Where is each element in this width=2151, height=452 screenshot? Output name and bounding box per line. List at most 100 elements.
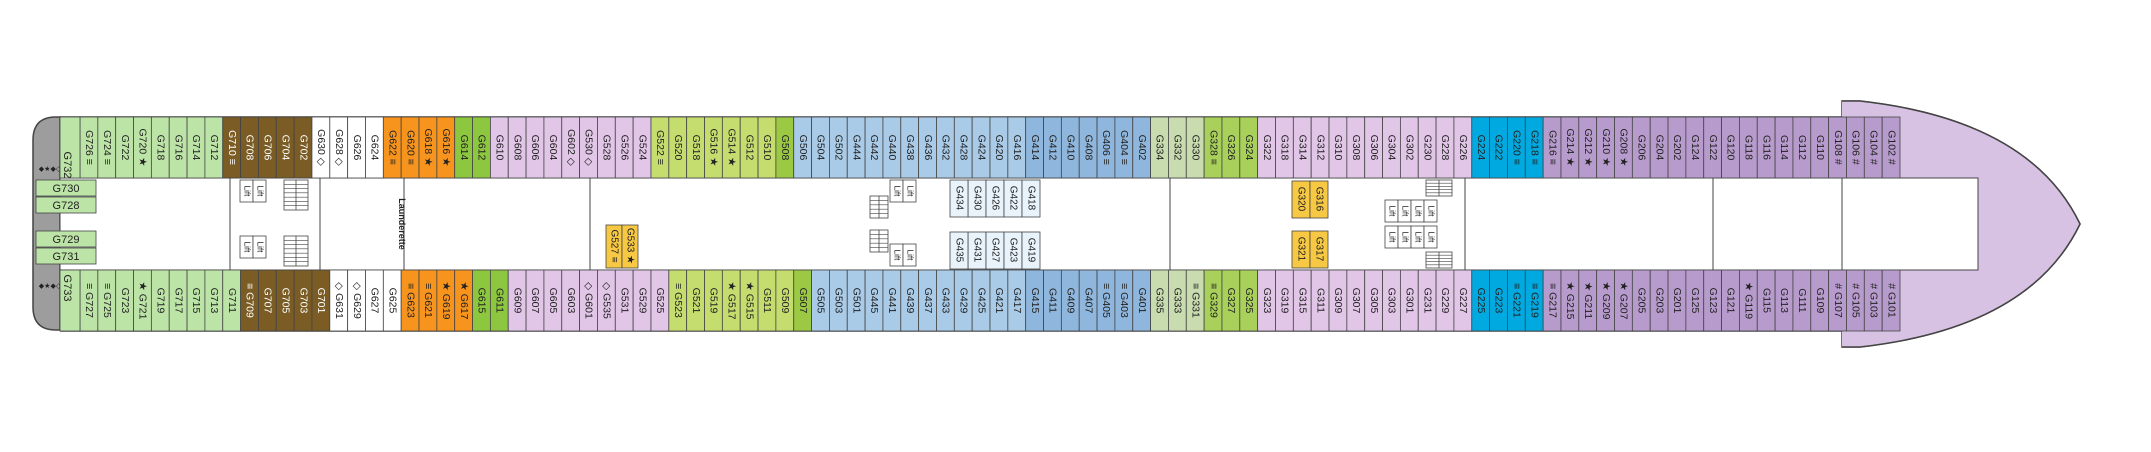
cabin-cell[interactable] [35, 196, 97, 214]
cabin-G333[interactable]: G333 [1168, 269, 1187, 332]
cabin-G517[interactable]: ★ G517 [721, 269, 741, 332]
cabin-G726[interactable]: G726 ≡ [79, 116, 99, 179]
cabin-G119[interactable]: ★ G119 [1739, 269, 1758, 332]
cabin-G629[interactable]: ◇ G629 [347, 269, 366, 332]
cabin-G221[interactable]: ≡ G221 [1507, 269, 1526, 332]
cabin-G420[interactable]: G420 [989, 116, 1009, 179]
cabin-G702[interactable]: G702 [293, 116, 313, 179]
cabin-G219[interactable]: ≡ G219 [1524, 269, 1544, 332]
cabin-G309[interactable]: G309 [1328, 269, 1348, 332]
cabin-G521[interactable]: G521 [686, 269, 705, 332]
cabin-G606[interactable]: G606 [525, 116, 545, 179]
cabin-G410[interactable]: G410 [1060, 116, 1080, 179]
cabin-G409[interactable]: G409 [1060, 269, 1080, 332]
cabin-G623[interactable]: ≡ G623 [400, 269, 420, 332]
cabin-G327[interactable]: G327 [1221, 269, 1241, 332]
cabin-G116[interactable]: G116 [1756, 116, 1776, 179]
cabin-G112[interactable]: G112 [1792, 116, 1812, 179]
cabin-G326[interactable]: G326 [1221, 116, 1241, 179]
cabin-G218[interactable]: G218 ≡ [1524, 116, 1544, 179]
cabin-G725[interactable]: ≡ G725 [97, 269, 117, 332]
cabin-G205[interactable]: G205 [1631, 269, 1651, 332]
cabin-G416[interactable]: G416 [1007, 116, 1027, 179]
cabin-G412[interactable]: G412 [1043, 116, 1062, 179]
cabin-G304[interactable]: G304 [1382, 116, 1401, 179]
cabin-G511[interactable]: G511 [757, 269, 777, 332]
cabin-G440[interactable]: G440 [882, 116, 902, 179]
cabin-cell[interactable] [621, 224, 639, 269]
cabin-G418[interactable]: G418 [1021, 179, 1041, 218]
cabin-G516[interactable]: G516 ★ [704, 116, 723, 179]
cabin-G328[interactable]: G328 ≡ [1203, 116, 1223, 179]
cabin-G115[interactable]: G115 [1756, 269, 1776, 332]
cabin-G529[interactable]: G529 [632, 269, 652, 332]
cabin-G730[interactable]: G730 [35, 179, 97, 197]
cabin-G110[interactable]: G110 [1810, 116, 1830, 179]
cabin-G223[interactable]: G223 [1489, 269, 1508, 332]
cabin-G203[interactable]: G203 [1649, 269, 1669, 332]
cabin-G305[interactable]: G305 [1364, 269, 1383, 332]
cabin-G705[interactable]: G705 [275, 269, 295, 332]
cabin-G208[interactable]: G208 ★ [1614, 116, 1633, 179]
cabin-G619[interactable]: ★ G619 [436, 269, 456, 332]
cabin-G528[interactable]: G528 [597, 116, 616, 179]
cabin-G118[interactable]: G118 [1739, 116, 1758, 179]
cabin-G319[interactable]: G319 [1275, 269, 1294, 332]
cabin-G224[interactable]: G224 [1471, 116, 1491, 179]
cabin-G225[interactable]: G225 [1471, 269, 1491, 332]
cabin-G437[interactable]: G437 [918, 269, 937, 332]
cabin-G405[interactable]: ≡ G405 [1096, 269, 1116, 332]
cabin-G615[interactable]: G615 [472, 269, 491, 332]
cabin-G227[interactable]: G227 [1453, 269, 1473, 332]
cabin-cell[interactable] [949, 231, 969, 270]
cabin-G306[interactable]: G306 [1364, 116, 1383, 179]
cabin-G620[interactable]: G620 ≡ [400, 116, 420, 179]
cabin-G608[interactable]: G608 [507, 116, 527, 179]
cabin-G612[interactable]: G612 [472, 116, 491, 179]
stern-suite-top-label[interactable]: G732 [61, 152, 73, 179]
cabin-G335[interactable]: G335 [1150, 269, 1169, 332]
cabin-G411[interactable]: G411 [1043, 269, 1062, 332]
cabin-G617[interactable]: ★ G617 [454, 269, 473, 332]
cabin-G626[interactable]: G626 [347, 116, 366, 179]
cabin-G506[interactable]: G506 [793, 116, 812, 179]
cabin-G209[interactable]: ★ G209 [1596, 269, 1615, 332]
cabin-G226[interactable]: G226 [1453, 116, 1473, 179]
cabin-G124[interactable]: G124 [1685, 116, 1705, 179]
cabin-G444[interactable]: G444 [846, 116, 866, 179]
cabin-G609[interactable]: G609 [507, 269, 527, 332]
cabin-G408[interactable]: G408 [1078, 116, 1098, 179]
cabin-G310[interactable]: G310 [1328, 116, 1348, 179]
cabin-cell[interactable] [35, 179, 97, 197]
cabin-G431[interactable]: G431 [967, 231, 987, 270]
cabin-G524[interactable]: G524 [632, 116, 652, 179]
cabin-G711[interactable]: G711 [222, 269, 241, 332]
cabin-G514[interactable]: G514 ★ [721, 116, 741, 179]
cabin-G302[interactable]: G302 [1399, 116, 1419, 179]
cabin-G504[interactable]: G504 [811, 116, 830, 179]
cabin-G441[interactable]: G441 [882, 269, 902, 332]
cabin-G727[interactable]: ≡ G727 [79, 269, 99, 332]
cabin-G414[interactable]: G414 [1025, 116, 1044, 179]
cabin-G701[interactable]: G701 [311, 269, 331, 332]
cabin-G105[interactable]: # G105 [1846, 269, 1865, 332]
cabin-G708[interactable]: G708 [240, 116, 259, 179]
cabin-G723[interactable]: G723 [115, 269, 134, 332]
cabin-G713[interactable]: G713 [204, 269, 224, 332]
cabin-G325[interactable]: G325 [1239, 269, 1259, 332]
cabin-G715[interactable]: G715 [186, 269, 206, 332]
cabin-G120[interactable]: G120 [1721, 116, 1740, 179]
cabin-cell[interactable] [1021, 231, 1041, 270]
cabin-G217[interactable]: ≡ G217 [1542, 269, 1562, 332]
cabin-G509[interactable]: G509 [775, 269, 795, 332]
cabin-G535[interactable]: ◇ G535 [597, 269, 616, 332]
cabin-G303[interactable]: G303 [1382, 269, 1401, 332]
cabin-G111[interactable]: G111 [1792, 269, 1812, 332]
cabin-G602[interactable]: G602 ◇ [561, 116, 581, 179]
cabin-G510[interactable]: G510 [757, 116, 777, 179]
cabin-cell[interactable] [1881, 269, 1901, 332]
cabin-G222[interactable]: G222 [1489, 116, 1508, 179]
cabin-G102[interactable]: G102 # [1881, 116, 1901, 179]
cabin-G204[interactable]: G204 [1649, 116, 1669, 179]
cabin-G530[interactable]: G530 ◇ [579, 116, 598, 179]
